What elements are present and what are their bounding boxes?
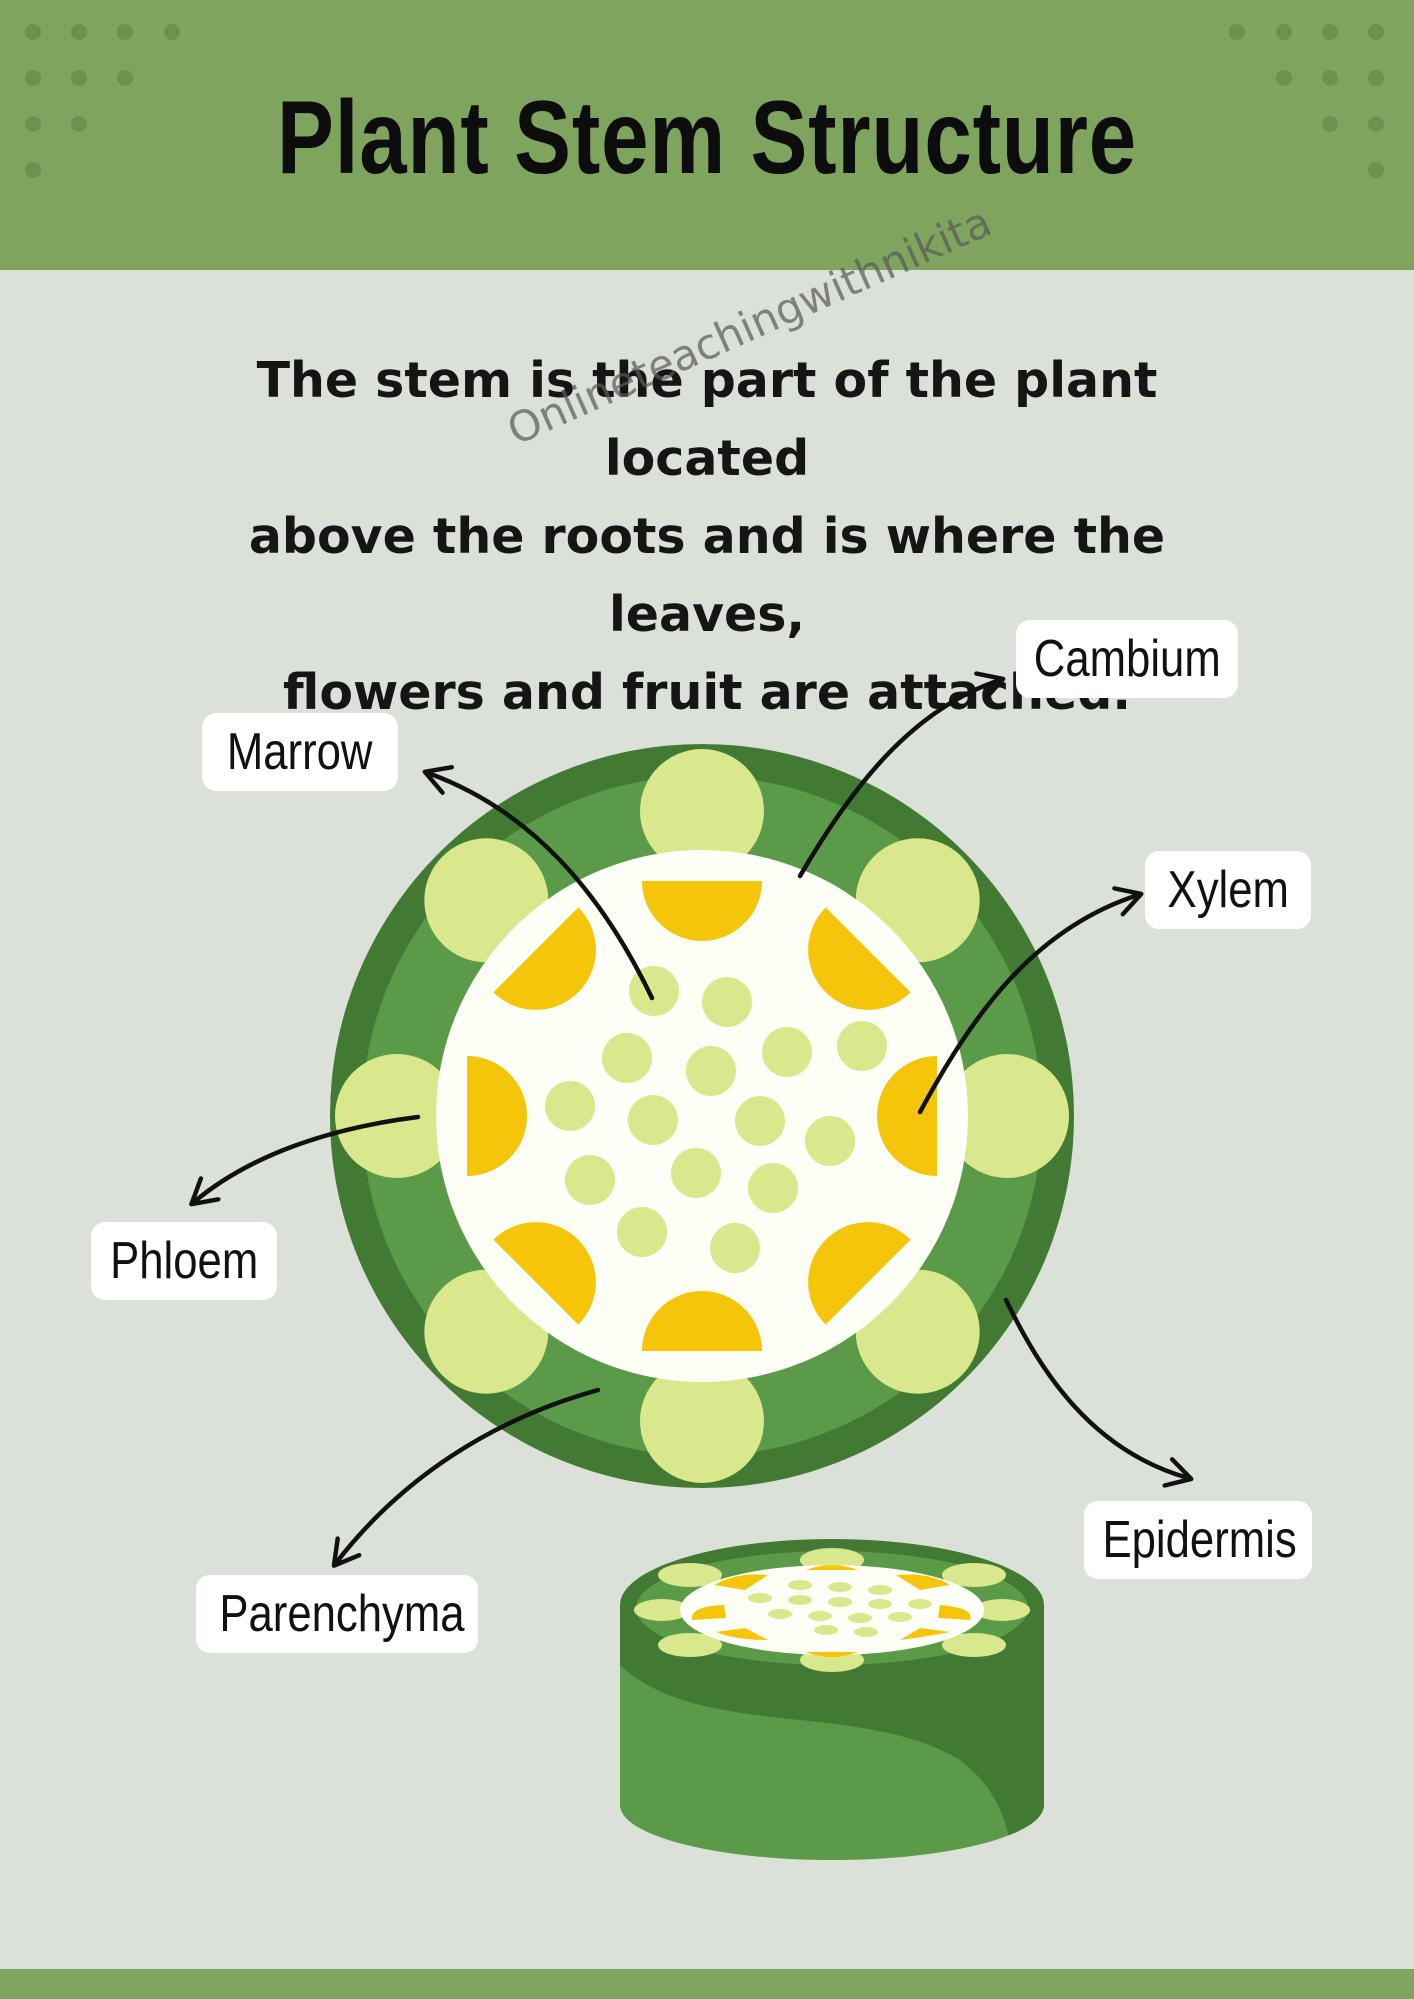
- xylem-bundle: [808, 1222, 911, 1325]
- label-phloem: Phloem: [91, 1222, 277, 1300]
- arrow-phloem: [189, 1114, 421, 1207]
- phloem-lobe: [945, 1054, 1069, 1178]
- label-xylem: Xylem: [1145, 851, 1311, 929]
- arrow-cambium: [797, 671, 1006, 879]
- xylem-bundle: [808, 907, 911, 1010]
- xylem-bundles: [467, 881, 937, 1351]
- intro-line: The stem is the part of the plant locate…: [256, 352, 1158, 487]
- phloem-lobe: [335, 1054, 459, 1178]
- label-parenchyma: Parenchyma: [196, 1575, 478, 1653]
- xylem-bundle: [877, 1056, 937, 1176]
- label-marrow: Marrow: [202, 713, 398, 791]
- page-title: Plant Stem Structure: [277, 80, 1137, 196]
- phloem-lobe: [640, 749, 764, 873]
- marrow-cells: [545, 966, 887, 1273]
- footer-bar: [0, 1969, 1414, 1999]
- label-cambium: Cambium: [1016, 620, 1238, 698]
- stem-cross-section: [330, 744, 1074, 1488]
- phloem-lobe: [640, 1359, 764, 1483]
- label-epidermis: Epidermis: [1084, 1501, 1312, 1579]
- arrow-xylem: [917, 886, 1144, 1115]
- arrow-parenchyma: [331, 1387, 601, 1568]
- stem-segment-3d: [620, 1539, 1044, 1860]
- decor-dots-right: [1229, 24, 1384, 178]
- arrow-epidermis: [1003, 1297, 1194, 1488]
- xylem-bundle: [493, 907, 596, 1010]
- xylem-bundle: [642, 1291, 762, 1351]
- decor-dots-left: [25, 24, 180, 178]
- intro-line: above the roots and is where the leaves,: [248, 508, 1166, 643]
- xylem-bundle: [642, 881, 762, 941]
- arrow-marrow: [422, 764, 655, 1001]
- xylem-bundle: [493, 1222, 596, 1325]
- header-banner: Plant Stem Structure: [0, 0, 1414, 270]
- xylem-bundle: [467, 1056, 527, 1176]
